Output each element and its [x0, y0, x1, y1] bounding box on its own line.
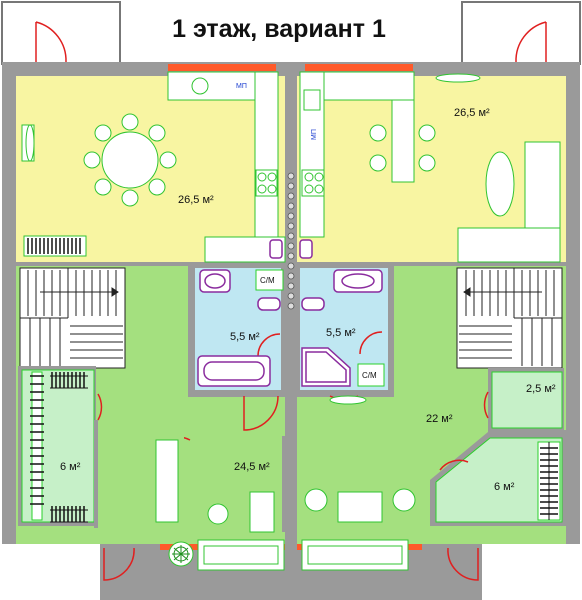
washer-label-left: С/М [260, 276, 275, 285]
dishwasher-label-left: МП [236, 83, 247, 90]
kitchen-right-furniture [299, 71, 561, 263]
closet-right-area: 6 м² [494, 481, 515, 493]
washer-right [357, 363, 385, 387]
bath-left-area: 5,5 м² [230, 331, 260, 343]
dishwasher-label-right: МП [311, 129, 318, 140]
kitchen-left-furniture [21, 71, 286, 263]
closet-left-area: 6 м² [60, 461, 81, 473]
radiator-left [23, 235, 87, 257]
storage-right-area: 2,5 м² [526, 383, 556, 395]
stairs-right [456, 267, 563, 369]
bath-right-area: 5,5 м² [326, 327, 356, 339]
kitchen-living-wall-right [297, 262, 566, 266]
entrance-doors [35, 21, 547, 581]
central-vent [287, 172, 295, 310]
partitions [94, 420, 566, 532]
living-left-furniture [148, 430, 285, 571]
washer-label-right: С/М [362, 371, 377, 380]
plan-title: 1 этаж, вариант 1 [172, 15, 386, 43]
living-right-area: 22 м² [426, 413, 453, 425]
kitchen-right-area: 26,5 м² [454, 107, 490, 119]
closet-right [430, 368, 566, 526]
closet-left [18, 366, 96, 526]
living-right-furniture [301, 395, 416, 571]
bathroom-right-fixtures [299, 239, 383, 387]
washer-left [255, 269, 284, 291]
living-left-area: 24,5 м² [234, 461, 270, 473]
kitchen-living-wall-left [16, 262, 285, 266]
kitchen-left-area: 26,5 м² [178, 194, 214, 206]
bathroom-left-fixtures [197, 239, 283, 387]
plant-left [172, 545, 190, 563]
stairs-left [19, 267, 126, 369]
